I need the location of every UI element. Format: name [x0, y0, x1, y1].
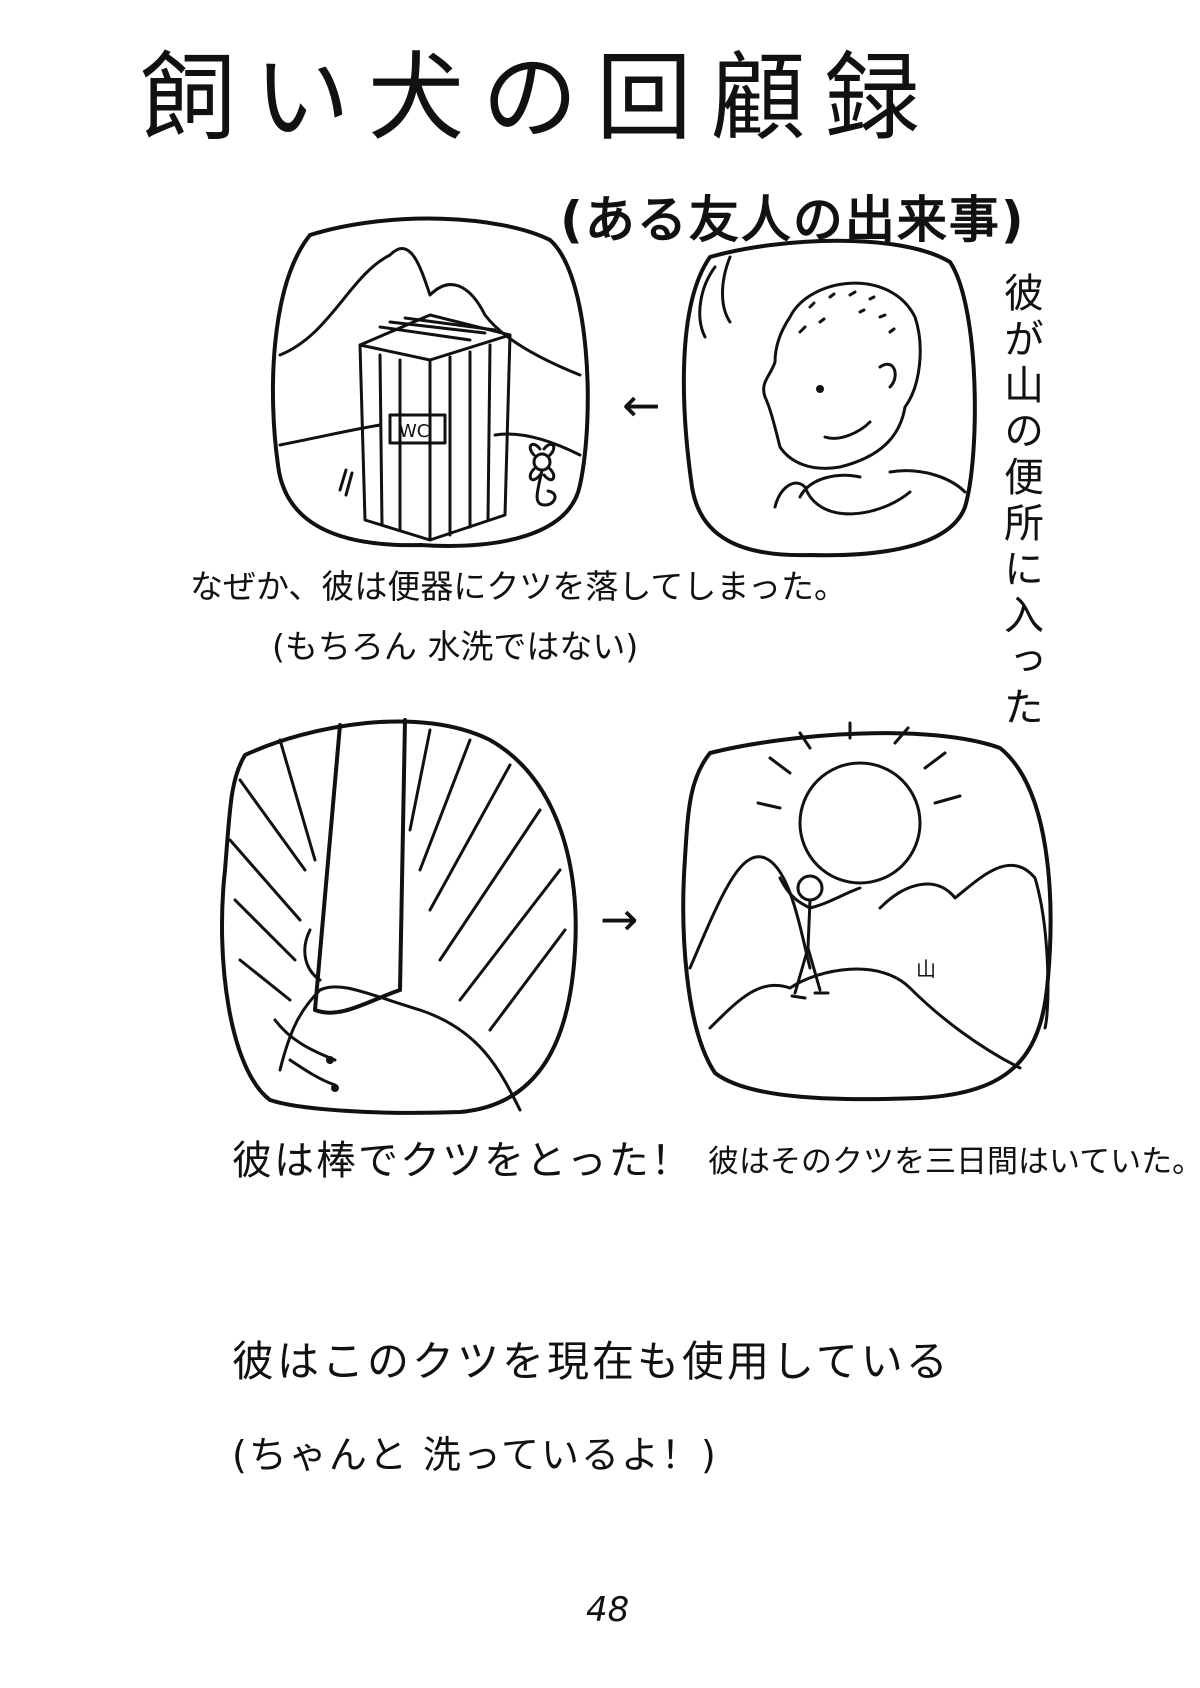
- panel-outhouse: WC: [270, 216, 590, 548]
- outhouse: [358, 313, 512, 542]
- panel-man: [681, 238, 977, 558]
- sun-icon: [798, 761, 922, 885]
- panel-summit: 山: [681, 721, 1053, 1102]
- person-icon: [796, 874, 824, 902]
- flower-icon: [532, 452, 552, 472]
- page-title: 飼い犬の回顧録: [140, 42, 938, 154]
- wc-sign-text: WC: [399, 421, 429, 442]
- arrow-right-icon: →: [600, 892, 639, 946]
- panel-man-caption: 彼が山の便所に入った: [997, 272, 1043, 732]
- page-number: 48: [586, 1590, 630, 1630]
- closing-line: 彼はこのクツを現在も使用している: [232, 1337, 951, 1386]
- panel-stick: [220, 718, 578, 1115]
- panel-outhouse-caption: なぜか、彼は便器にクツを落してしまった。: [190, 567, 848, 606]
- panel-stick-caption: 彼は棒でクツをとった！: [232, 1138, 693, 1184]
- arrow-left-icon: ←: [622, 378, 661, 432]
- closing-note: (ちゃんと 洗っているよ！): [232, 1433, 718, 1477]
- page-subtitle: (ある友人の出来事): [560, 191, 1026, 249]
- stick: [313, 718, 407, 1015]
- wc-sign: [388, 413, 447, 445]
- panel-summit-caption: 彼はそのクツを三日間はいていた。: [708, 1144, 1200, 1180]
- mountain-label: 山: [916, 957, 936, 981]
- panel-outhouse-caption-note: (もちろん 水洗ではない): [272, 627, 639, 666]
